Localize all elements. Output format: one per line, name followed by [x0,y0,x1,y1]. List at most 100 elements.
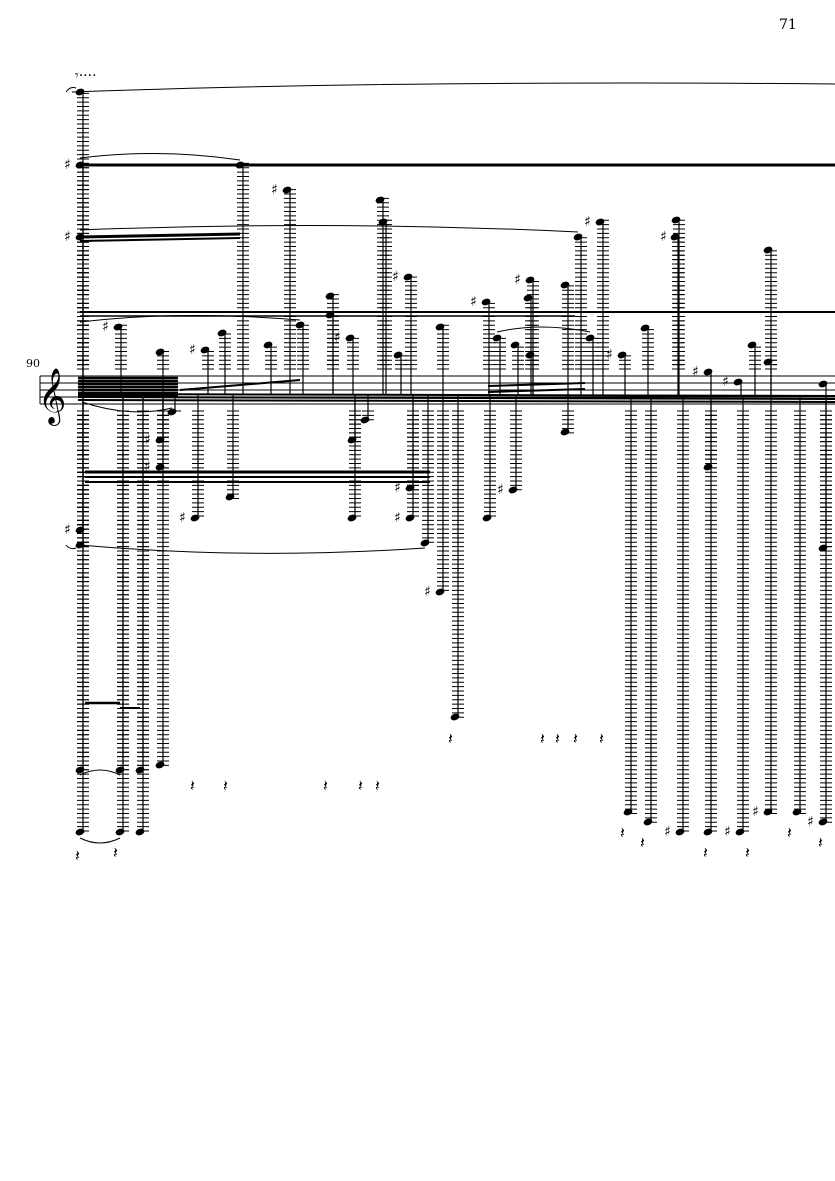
sharp-icon: ♯ [584,214,591,230]
notehead [675,828,685,836]
measure-number: 90 [26,357,40,370]
note [115,395,129,836]
note [560,395,574,436]
notehead [818,818,828,826]
note [585,334,599,395]
note [435,323,449,395]
notehead [643,818,653,826]
note [450,395,464,721]
note [155,348,169,395]
rests: 𝄽𝄽𝄽𝄽𝄽𝄽𝄽𝄽𝄽𝄽𝄽𝄽𝄽𝄽𝄽𝄽𝄽𝄽𝄾···· [75,68,823,865]
quarter-rest-icon: 𝄽 [323,776,328,795]
notehead [325,311,335,319]
note [703,395,717,836]
slur [65,87,77,93]
sharp-icon: ♯ [392,269,399,285]
slur [79,224,579,233]
note [617,351,631,395]
notehead [405,484,415,492]
notehead [325,292,335,300]
note [295,321,309,395]
notehead [560,281,570,289]
note [523,294,537,395]
sharp-icon: ♯ [424,584,431,600]
quarter-rest-icon: 𝄽 [358,776,363,795]
notehead [167,408,177,416]
notehead [115,828,125,836]
sharp-icon: ♯ [144,459,151,475]
note [113,323,127,395]
note [75,395,89,534]
note [703,395,717,471]
notehead [735,828,745,836]
note [818,395,832,826]
notehead [393,351,403,359]
note [675,395,689,836]
quarter-rest-icon: 𝄽 [787,823,792,842]
sharp-icon: ♯ [394,510,401,526]
notehead [671,216,681,224]
notehead [585,334,595,342]
slurs [65,82,835,844]
notehead [703,463,713,471]
notehead [403,273,413,281]
note [560,281,574,395]
beam [77,399,835,403]
beam [79,237,241,242]
notehead [190,514,200,522]
note [393,351,407,395]
quarter-rest-icon: 𝄽 [540,729,545,748]
notehead [235,161,245,169]
note [792,395,806,816]
note [492,334,506,395]
note [643,395,657,826]
note [670,233,684,395]
notehead [523,294,533,302]
note [155,395,169,769]
note [818,395,832,552]
sharp-icon: ♯ [394,480,401,496]
notes: ♯♯♯♯♯♯♯♯♯♯♯♯♯♯♯♯♯♯♯♯♯♯♯♯♯♯ [64,88,832,840]
quarter-rest-icon: 𝄽 [573,729,578,748]
note [200,346,214,395]
notehead [573,233,583,241]
notehead [135,828,145,836]
notehead [113,323,123,331]
notehead [405,514,415,522]
note [217,329,231,395]
page-number: 71 [779,17,797,33]
notehead [263,341,273,349]
notehead [217,329,227,337]
sharp-icon: ♯ [470,294,477,310]
note [733,378,743,395]
note [360,395,374,424]
notehead [560,428,570,436]
notehead [763,246,773,254]
slur [81,401,173,413]
sharp-icon: ♯ [189,342,196,358]
notehead [360,416,370,424]
quarter-rest-icon: 𝄽 [190,776,195,795]
notehead [420,539,430,547]
sharp-icon: ♯ [64,229,71,245]
notehead [450,713,460,721]
sharp-icon: ♯ [179,510,186,526]
note [747,341,761,395]
notehead [703,828,713,836]
quarter-rest-icon: 𝄽 [640,833,645,852]
sharp-icon: ♯ [514,272,521,288]
note [763,395,777,816]
notehead [435,588,445,596]
notehead [375,196,385,204]
sharp-icon: ♯ [807,814,814,830]
quarter-rest-icon: 𝄽 [448,729,453,748]
notehead [525,276,535,284]
sharp-icon: ♯ [660,229,667,245]
sharp-icon: ♯ [271,182,278,198]
notehead [347,514,357,522]
notehead [75,161,85,169]
sharp-icon: ♯ [722,374,729,390]
notehead [225,493,235,501]
note [225,395,239,501]
